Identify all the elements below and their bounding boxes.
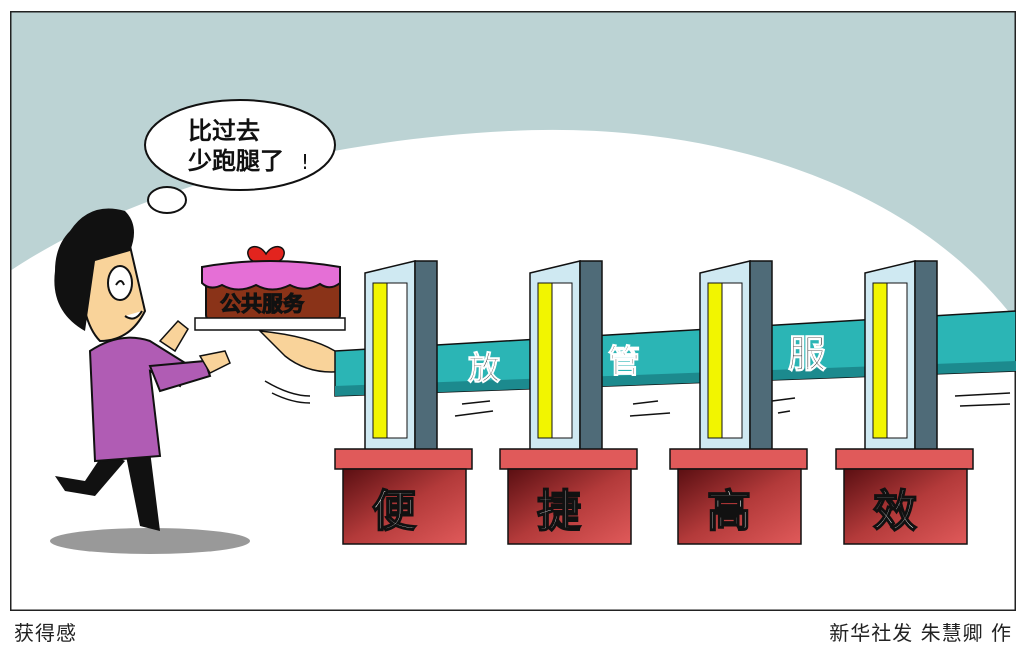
- pedestal-3: 高: [669, 448, 808, 545]
- pedestal-2: 捷: [499, 448, 638, 545]
- pedestal-char-bian: 便: [372, 486, 417, 537]
- public-service-cake: 公共服务: [194, 245, 347, 404]
- beam-char-fang: 放: [468, 349, 501, 387]
- reform-beam: 放 管 服: [334, 310, 1016, 397]
- bubble-line-1: 比过去: [188, 117, 260, 145]
- pedestal-1: 便: [334, 448, 473, 545]
- pedestal-char-xiao: 效: [873, 486, 917, 537]
- bubble-exclamation: !: [301, 150, 309, 174]
- woman-figure: [54, 208, 231, 531]
- cake-label: 公共服务: [220, 292, 305, 316]
- pedestal-char-jie: 捷: [537, 486, 581, 537]
- bubble-line-2: 少跑腿了: [187, 147, 284, 175]
- ground-shadow: [50, 528, 250, 554]
- pedestal-char-gao: 高: [707, 486, 751, 537]
- pedestal-4: 效: [835, 448, 974, 545]
- gate-4: [864, 260, 938, 470]
- beam-char-guan: 管: [608, 342, 640, 380]
- motion-lines: [454, 392, 1011, 417]
- cartoon-credit: 新华社发 朱慧卿 作: [829, 621, 1012, 645]
- gate-1: [364, 260, 438, 470]
- gate-2: [529, 260, 603, 470]
- beam-char-fu: 服: [788, 332, 826, 376]
- cartoon-title: 获得感: [14, 621, 77, 645]
- cartoon-panel: 比过去 少跑腿了 ! 公共服务 放 管 服: [10, 11, 1016, 611]
- gate-3: [699, 260, 773, 470]
- sky-background: [10, 11, 1016, 321]
- thought-bubble: 比过去 少跑腿了 !: [144, 99, 336, 214]
